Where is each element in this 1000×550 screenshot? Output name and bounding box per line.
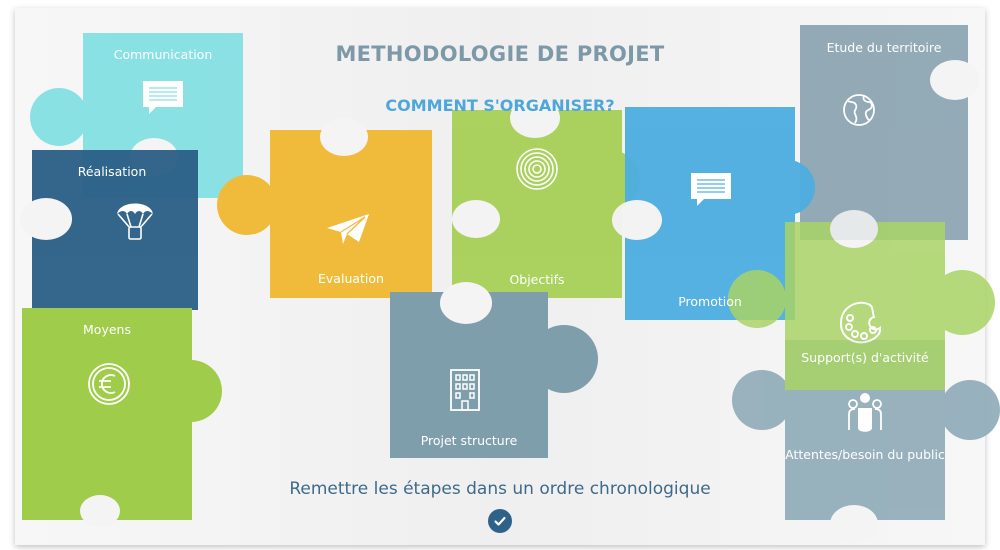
- piece-notch: [510, 98, 560, 138]
- piece-tab: [30, 88, 88, 146]
- globe-icon: [842, 93, 876, 131]
- building-icon: [448, 368, 482, 416]
- piece-notch: [612, 200, 662, 240]
- piece-body: [785, 222, 945, 390]
- piece-tab: [732, 370, 792, 430]
- parachute-icon: [115, 198, 155, 246]
- page-subtitle: COMMENT S'ORGANISER?: [385, 96, 615, 115]
- piece-tab: [760, 160, 815, 215]
- speech-bubble-icon: [142, 80, 184, 120]
- piece-notch: [830, 505, 878, 544]
- paper-plane-icon: [325, 212, 371, 250]
- speech-bubble-icon: [690, 172, 732, 212]
- piece-notch: [830, 210, 878, 249]
- piece-notch: [452, 200, 500, 239]
- piece-tab: [160, 360, 222, 422]
- piece-tab: [217, 175, 277, 235]
- piece-tab: [940, 380, 1000, 440]
- check-icon: [494, 516, 506, 526]
- piece-body: [22, 308, 192, 520]
- page-title: METHODOLOGIE DE PROJET: [335, 42, 665, 66]
- piece-notch: [440, 282, 492, 324]
- piece-tab: [930, 270, 995, 335]
- piece-tab: [728, 270, 786, 328]
- target-icon: [515, 147, 559, 195]
- piece-notch: [20, 198, 72, 240]
- piece-body: [800, 25, 968, 240]
- piece-body: [270, 130, 432, 298]
- validate-button[interactable]: [488, 509, 512, 533]
- piece-notch: [930, 60, 980, 100]
- instruction-text: Remettre les étapes dans un ordre chrono…: [289, 479, 711, 499]
- euro-icon: [87, 362, 131, 410]
- piece-notch: [320, 118, 368, 157]
- piece-tab: [530, 325, 598, 393]
- people-icon: [845, 392, 885, 440]
- piece-notch: [80, 495, 120, 527]
- palette-icon: [838, 300, 884, 350]
